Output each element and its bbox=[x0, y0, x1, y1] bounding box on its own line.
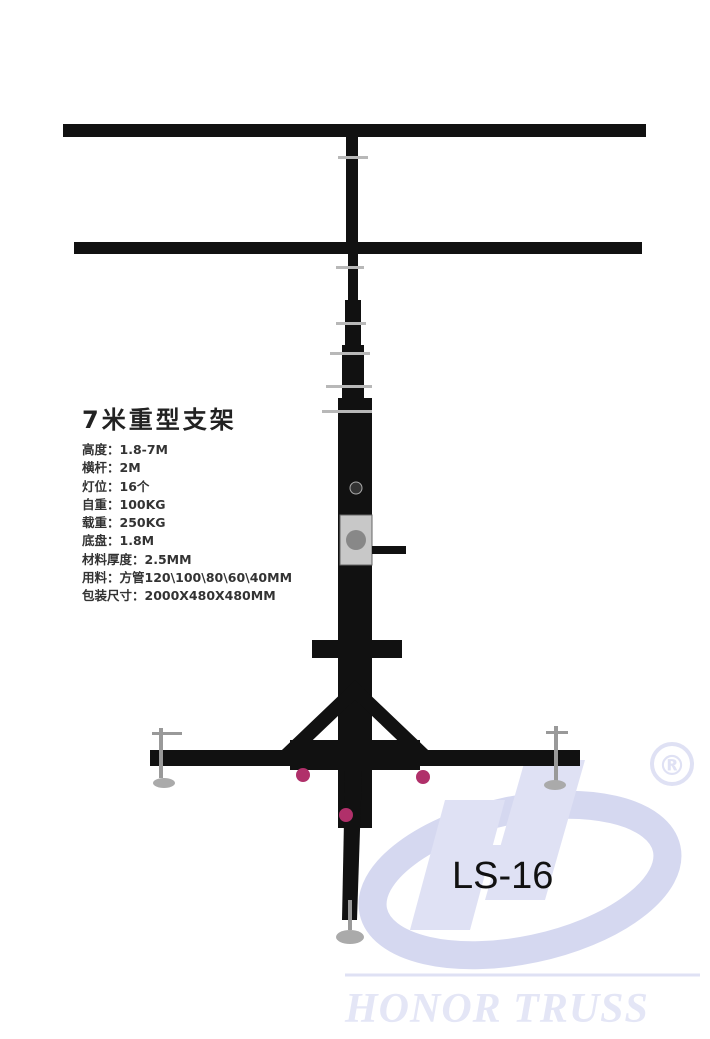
side-legs bbox=[150, 750, 580, 766]
spec-crossbar: 横杆：2M bbox=[82, 460, 141, 476]
winch-drum-icon bbox=[346, 530, 366, 550]
honor-truss-logo: ® bbox=[345, 742, 700, 977]
model-number: LS-16 bbox=[452, 855, 554, 897]
top-crossbar bbox=[63, 124, 646, 137]
spec-list: 高度：1.8-7M 横杆：2M 灯位：16个 自重：100KG 载重：250KG… bbox=[82, 441, 292, 606]
spec-light-positions: 灯位：16个 bbox=[82, 478, 150, 494]
leveling-feet bbox=[152, 726, 568, 944]
registered-mark-icon bbox=[650, 742, 694, 786]
spec-load: 载重：250KG bbox=[82, 515, 166, 531]
caster-wheels bbox=[296, 768, 430, 822]
svg-text:®: ® bbox=[658, 749, 686, 782]
handle-bar bbox=[312, 640, 402, 658]
spec-height: 高度：1.8-7M bbox=[82, 442, 168, 457]
spec-base: 底盘：1.8M bbox=[82, 533, 155, 549]
spec-package-size: 包装尺寸：2000X480X480MM bbox=[82, 588, 276, 604]
clamp-knobs bbox=[322, 156, 372, 413]
winch-handle bbox=[372, 546, 406, 554]
front-leg bbox=[342, 770, 362, 920]
brand-name: HONOR TRUSS bbox=[345, 986, 649, 1032]
spec-thickness: 材料厚度：2.5MM bbox=[82, 551, 192, 567]
spec-self-weight: 自重：100KG bbox=[82, 496, 166, 512]
product-title: 7米重型支架 bbox=[82, 406, 237, 434]
mast-section-1 bbox=[348, 252, 358, 322]
spec-material: 用料：方管120\100\80\60\40MM bbox=[82, 570, 293, 586]
mast-top bbox=[346, 136, 358, 244]
mast-section-3 bbox=[342, 345, 364, 405]
lower-crossbar bbox=[74, 242, 642, 254]
